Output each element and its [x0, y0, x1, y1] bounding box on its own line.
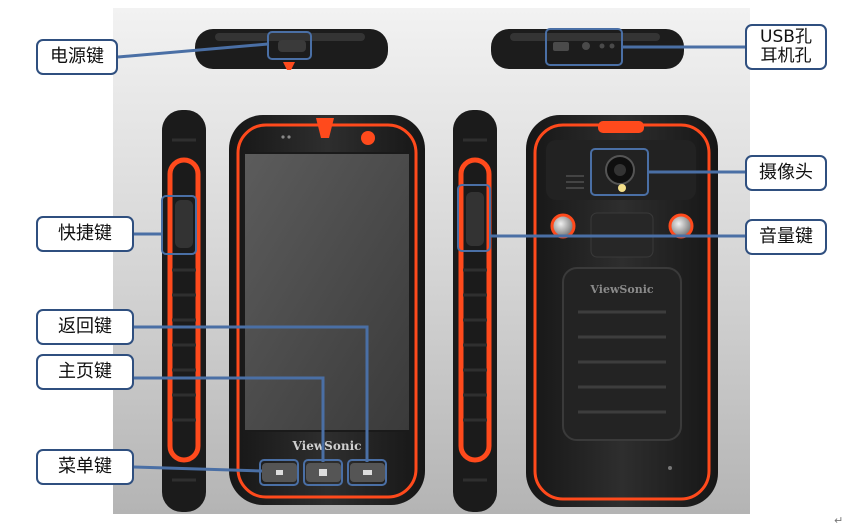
- screw-left: [550, 213, 576, 239]
- back-key-highlight: [347, 459, 387, 486]
- phone-back-view: ViewSonic: [526, 115, 718, 507]
- shortcut-key-label: 快捷键: [36, 216, 134, 252]
- front-camera-icon: [361, 131, 375, 145]
- usb-port: [553, 42, 569, 51]
- leader-lines: [117, 42, 745, 473]
- ports-label: USB孔 耳机孔: [745, 24, 827, 70]
- power-button: [278, 40, 306, 52]
- power-key-label: 电源键: [36, 39, 118, 75]
- front-brand-label: ViewSonic: [292, 439, 362, 453]
- menu-key-highlight: [259, 459, 299, 486]
- camera-highlight: [590, 148, 649, 196]
- ports-highlight: [545, 28, 623, 66]
- volume-button: [466, 192, 484, 246]
- power-key-highlight: [267, 31, 312, 60]
- camera-label: 摄像头: [745, 155, 827, 191]
- phone-bottom-view: [491, 29, 684, 69]
- volume-key-label: 音量键: [745, 219, 827, 255]
- back-brand-label: ViewSonic: [589, 283, 653, 296]
- phone-front-view: ViewSonic: [229, 115, 425, 505]
- home-key-highlight: [303, 459, 343, 486]
- screw-right: [668, 213, 694, 239]
- screen: [244, 153, 410, 431]
- menu-key-label: 菜单键: [36, 449, 134, 485]
- earpiece-icon: [316, 118, 334, 138]
- return-mark: ↵: [834, 514, 844, 527]
- usb-port-label: USB孔: [760, 27, 812, 48]
- back-key-label: 返回键: [36, 309, 134, 345]
- phone-right-side: [453, 110, 497, 512]
- earphone-jack-label: 耳机孔: [760, 46, 812, 66]
- highlight-boxes: [161, 28, 649, 486]
- shortcut-key-highlight: [161, 195, 197, 255]
- flash-icon: [618, 184, 626, 192]
- phone-left-side: [162, 110, 206, 512]
- home-key-label: 主页键: [36, 354, 134, 390]
- earphone-jack: [582, 42, 590, 50]
- phone-top-view: [195, 29, 388, 70]
- shortcut-button: [175, 200, 193, 248]
- volume-key-highlight: [457, 184, 491, 252]
